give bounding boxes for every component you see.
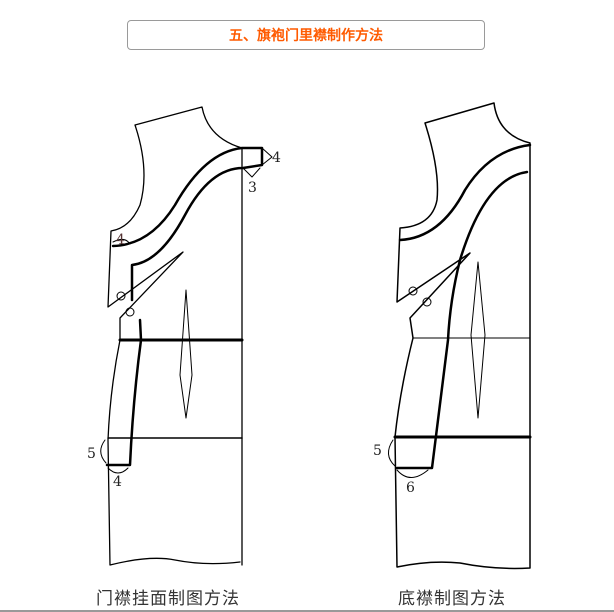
label-left-4-hem: 4 <box>113 474 122 490</box>
label-right-5: 5 <box>373 443 382 459</box>
left-pattern: 4 3 4 5 4 <box>87 106 281 566</box>
section-title: 五、旗袍门里襟制作方法 <box>229 28 383 44</box>
right-pattern: 5 6 <box>373 102 532 570</box>
section-title-box: 五、旗袍门里襟制作方法 <box>127 20 485 50</box>
left-button-mark <box>116 291 126 301</box>
bottom-divider <box>0 610 614 612</box>
left-arc-marks <box>100 238 131 474</box>
left-diagram-caption: 门襟挂面制图方法 <box>96 589 240 609</box>
label-left-3: 3 <box>248 180 257 196</box>
right-facing <box>395 143 532 470</box>
left-shoulder-triangle <box>261 147 273 166</box>
label-left-5: 5 <box>87 446 96 462</box>
left-facing-outer <box>111 146 264 302</box>
left-button-mark-2 <box>125 307 135 317</box>
right-button-mark-2 <box>422 297 432 307</box>
right-bodice-outline <box>394 102 531 570</box>
left-facing-lower <box>105 318 143 467</box>
right-button-mark <box>408 286 418 296</box>
left-bodice-outline <box>107 106 243 566</box>
right-dart <box>470 261 486 419</box>
label-right-6: 6 <box>406 480 415 496</box>
label-left-4-shoulder: 4 <box>272 150 281 166</box>
left-drop-triangle <box>242 167 261 178</box>
right-diagram-caption: 底襟制图方法 <box>398 589 506 609</box>
left-dart <box>179 289 193 419</box>
right-arc-marks <box>388 439 429 478</box>
label-left-4-armhole: 4 <box>116 232 125 248</box>
